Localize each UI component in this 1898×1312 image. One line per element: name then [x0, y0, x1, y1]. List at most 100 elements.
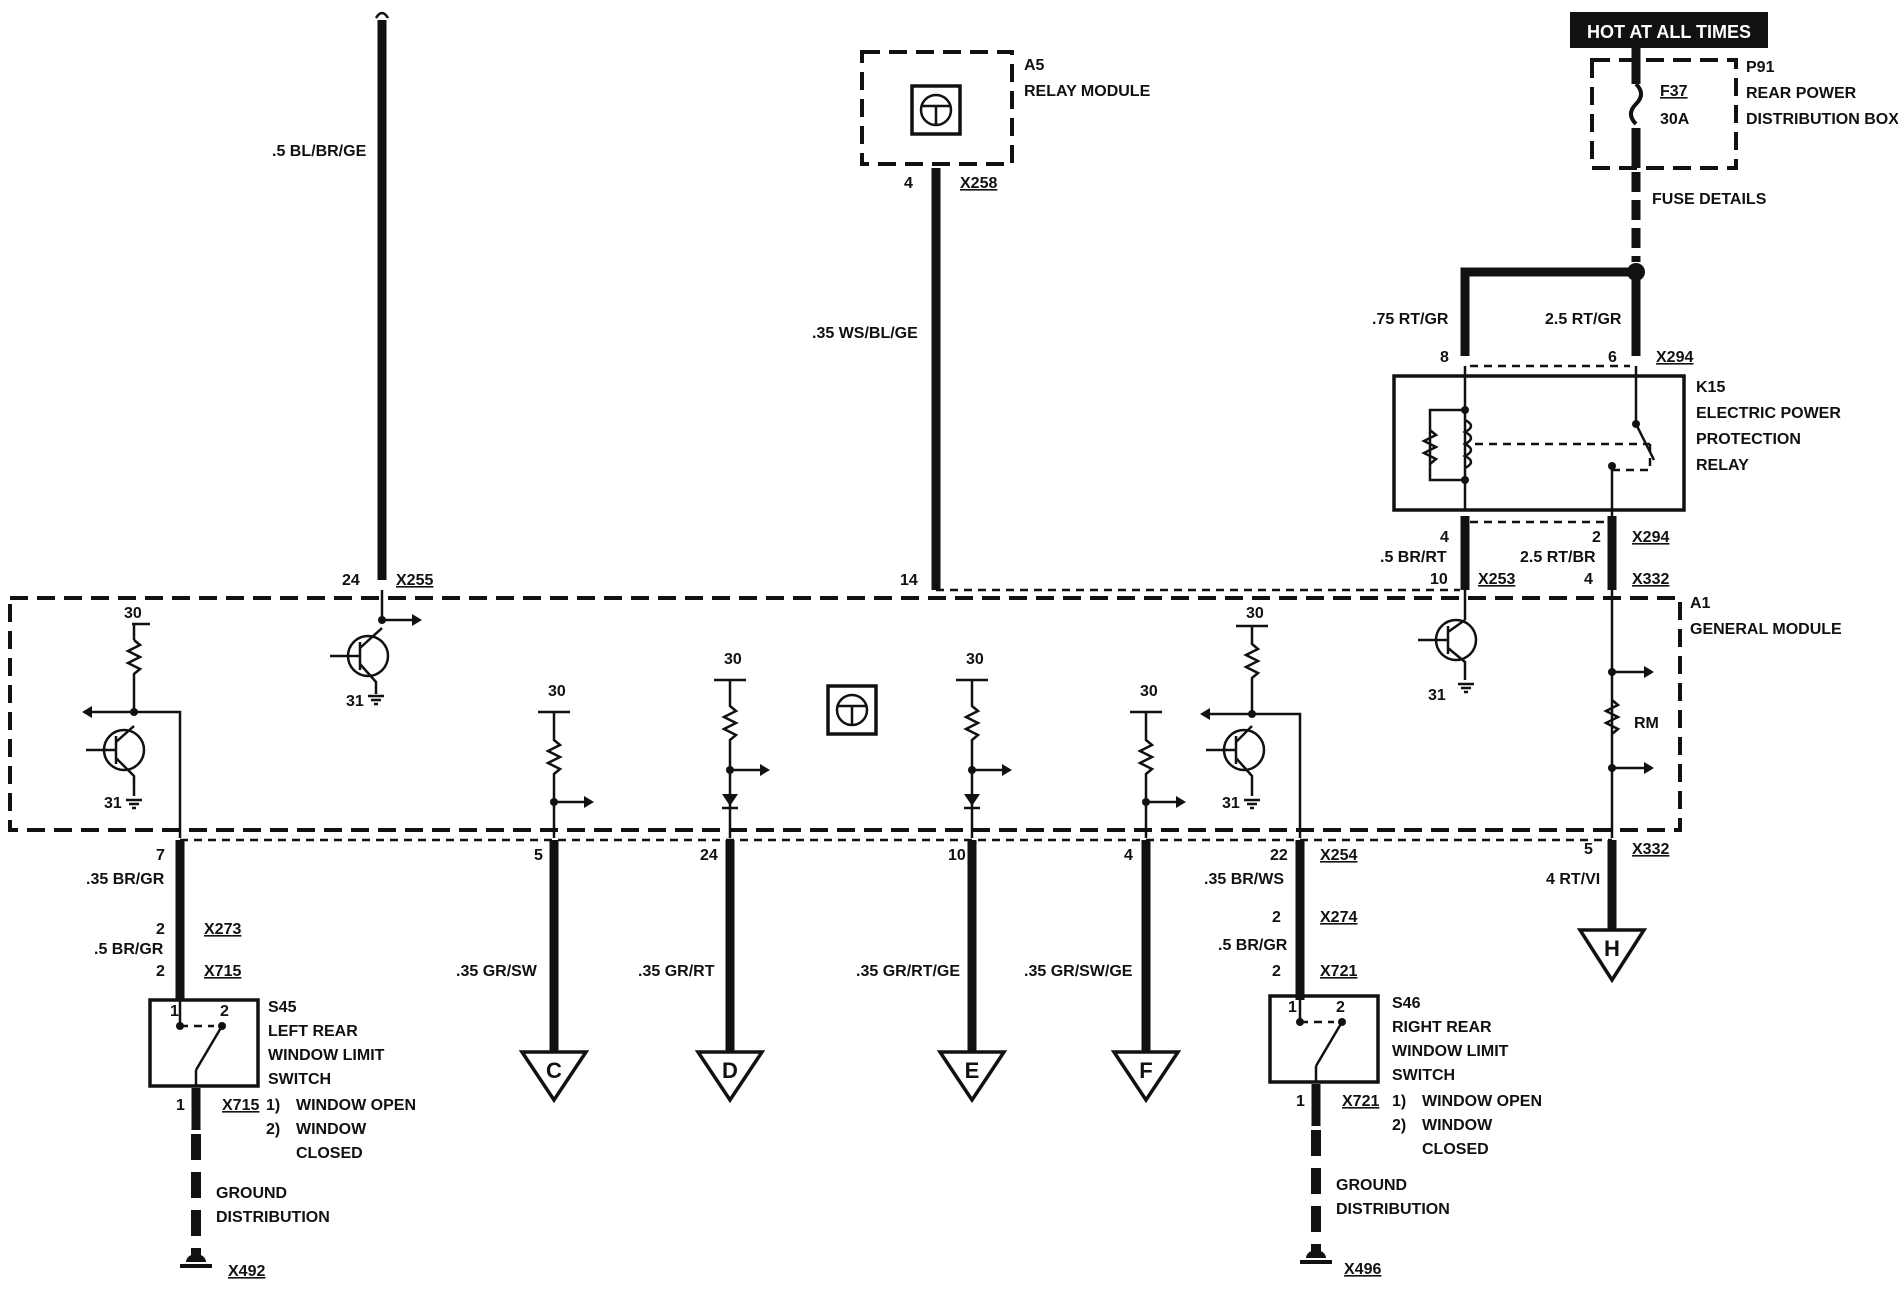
- offpage-h: H: [1576, 928, 1648, 984]
- wire-label: .35 GR/SW/GE: [1024, 963, 1133, 980]
- wire-x255: .5 BL/BR/GE 24 X255: [272, 11, 433, 589]
- component-id-s46: S46: [1392, 995, 1421, 1012]
- input-e: 30: [956, 651, 1012, 838]
- legend-text: WINDOW OPEN: [1422, 1093, 1542, 1110]
- pin-label: 10: [948, 847, 966, 864]
- switch-s45: 1 2 S45 LEFT REAR WINDOW LIMIT SWITCH 1)…: [148, 998, 416, 1280]
- fuse-rating: 30A: [1660, 111, 1690, 128]
- wire-label: .35 BR/GR: [86, 871, 165, 888]
- switch-terminal-label: 1: [1288, 999, 1297, 1016]
- ground-label: 31: [1222, 795, 1240, 812]
- component-name: PROTECTION: [1696, 431, 1801, 448]
- wire-label: .35 GR/RT/GE: [856, 963, 960, 980]
- wire-label: .5 BR/GR: [94, 941, 164, 958]
- component-id-k15: K15: [1696, 379, 1725, 396]
- offpage-label-d: D: [722, 1058, 738, 1083]
- ground-label: 31: [1428, 687, 1446, 704]
- fuse-p91: HOT AT ALL TIMES F37 30A P91 REAR POWER …: [1372, 12, 1898, 368]
- offpage-e: E: [936, 1050, 1008, 1104]
- supply-label: 30: [966, 651, 984, 668]
- input-f: 30: [1130, 683, 1186, 838]
- legend-text: CLOSED: [1422, 1141, 1489, 1158]
- supply-label: 30: [124, 605, 142, 622]
- ground-label: 31: [104, 795, 122, 812]
- ground-label: GROUND: [1336, 1177, 1407, 1194]
- wire-label-ws-bl-ge: .35 WS/BL/GE: [812, 325, 918, 342]
- wire-label: 2.5 RT/BR: [1520, 549, 1596, 566]
- component-name: WINDOW LIMIT: [1392, 1043, 1509, 1060]
- legend-number: 1): [266, 1097, 280, 1114]
- rm-label: RM: [1634, 715, 1659, 732]
- component-name: LEFT REAR: [268, 1023, 358, 1040]
- pin-label: 2: [156, 963, 165, 980]
- connector-x721: X721: [1320, 963, 1357, 980]
- connector-x715: X715: [222, 1097, 259, 1114]
- switch-terminal-label: 2: [220, 1003, 229, 1020]
- component-name: WINDOW LIMIT: [268, 1047, 385, 1064]
- pin-label: 7: [156, 847, 165, 864]
- wire-label: .35 GR/RT: [638, 963, 715, 980]
- component-name: RIGHT REAR: [1392, 1019, 1492, 1036]
- component-id-a1: A1: [1690, 595, 1711, 612]
- general-module-a1: A1 GENERAL MODULE 31 30 31 30: [8, 588, 1842, 838]
- pin-label: 24: [700, 847, 718, 864]
- component-id-p91: P91: [1746, 59, 1775, 76]
- pin-label: 4: [1124, 847, 1133, 864]
- pin-label: 8: [1440, 349, 1449, 366]
- pin-label: 10: [1430, 571, 1448, 588]
- hot-banner-text: HOT AT ALL TIMES: [1587, 22, 1751, 42]
- component-name: SWITCH: [1392, 1067, 1455, 1084]
- ground-label: DISTRIBUTION: [1336, 1201, 1450, 1218]
- pin-label: 2: [1272, 909, 1281, 926]
- component-name: RELAY MODULE: [1024, 83, 1151, 100]
- wire-label: 4 RT/VI: [1546, 871, 1600, 888]
- offpage-f: F: [1110, 1050, 1182, 1104]
- offpage-label-f: F: [1139, 1058, 1152, 1083]
- pin-label: 22: [1270, 847, 1288, 864]
- legend-number: 2): [1392, 1117, 1406, 1134]
- connector-x715: X715: [204, 963, 241, 980]
- ground-label: GROUND: [216, 1185, 287, 1202]
- component-name: DISTRIBUTION BOX: [1746, 111, 1898, 128]
- connector-x294: X294: [1632, 529, 1669, 546]
- offpage-c: C: [518, 1050, 590, 1104]
- connector-x274: X274: [1320, 909, 1357, 926]
- legend-text: WINDOW: [1422, 1117, 1493, 1134]
- connector-x492: X492: [228, 1263, 265, 1280]
- connector-x294: X294: [1656, 349, 1693, 366]
- pin-label: 2: [1272, 963, 1281, 980]
- wire-label: .35 GR/SW: [456, 963, 538, 980]
- legend-number: 1): [1392, 1093, 1406, 1110]
- legend-text: WINDOW OPEN: [296, 1097, 416, 1114]
- ground-label: 31: [346, 693, 364, 710]
- component-name: RELAY: [1696, 457, 1749, 474]
- connector-x332: X332: [1632, 571, 1669, 588]
- pin-label: 2: [1592, 529, 1601, 546]
- pin-label: 5: [1584, 841, 1593, 858]
- connector-x496: X496: [1344, 1261, 1381, 1278]
- pin-label: 5: [534, 847, 543, 864]
- pin-label: 24: [342, 572, 360, 589]
- component-id-a5: A5: [1024, 57, 1045, 74]
- relay-k15: K15 ELECTRIC POWER PROTECTION RELAY 4 2 …: [1380, 366, 1841, 590]
- connector-x255: X255: [396, 572, 433, 589]
- pin-label: 14: [900, 572, 918, 589]
- offpage-label-c: C: [546, 1058, 562, 1083]
- legend-text: CLOSED: [296, 1145, 363, 1162]
- connector-x254: X254: [1320, 847, 1357, 864]
- connector-x258: X258: [960, 175, 997, 192]
- hot-banner: [1570, 12, 1768, 48]
- pin-label: 2: [156, 921, 165, 938]
- component-name: ELECTRIC POWER: [1696, 405, 1841, 422]
- pin-label: 4: [1584, 571, 1593, 588]
- connector-x253: X253: [1478, 571, 1515, 588]
- legend-number: 2): [266, 1121, 280, 1138]
- module-icon: [826, 684, 878, 736]
- supply-label: 30: [1140, 683, 1158, 700]
- wire-label-bl-br-ge: .5 BL/BR/GE: [272, 143, 367, 160]
- legend-text: WINDOW: [296, 1121, 367, 1138]
- wire-label: .75 RT/GR: [1372, 311, 1449, 328]
- bottom-wires: 7 .35 BR/GR 2 X273 .5 BR/GR 2 X715 5 .35…: [86, 838, 1669, 1052]
- offpage-connectors: C D E F H: [518, 928, 1648, 1104]
